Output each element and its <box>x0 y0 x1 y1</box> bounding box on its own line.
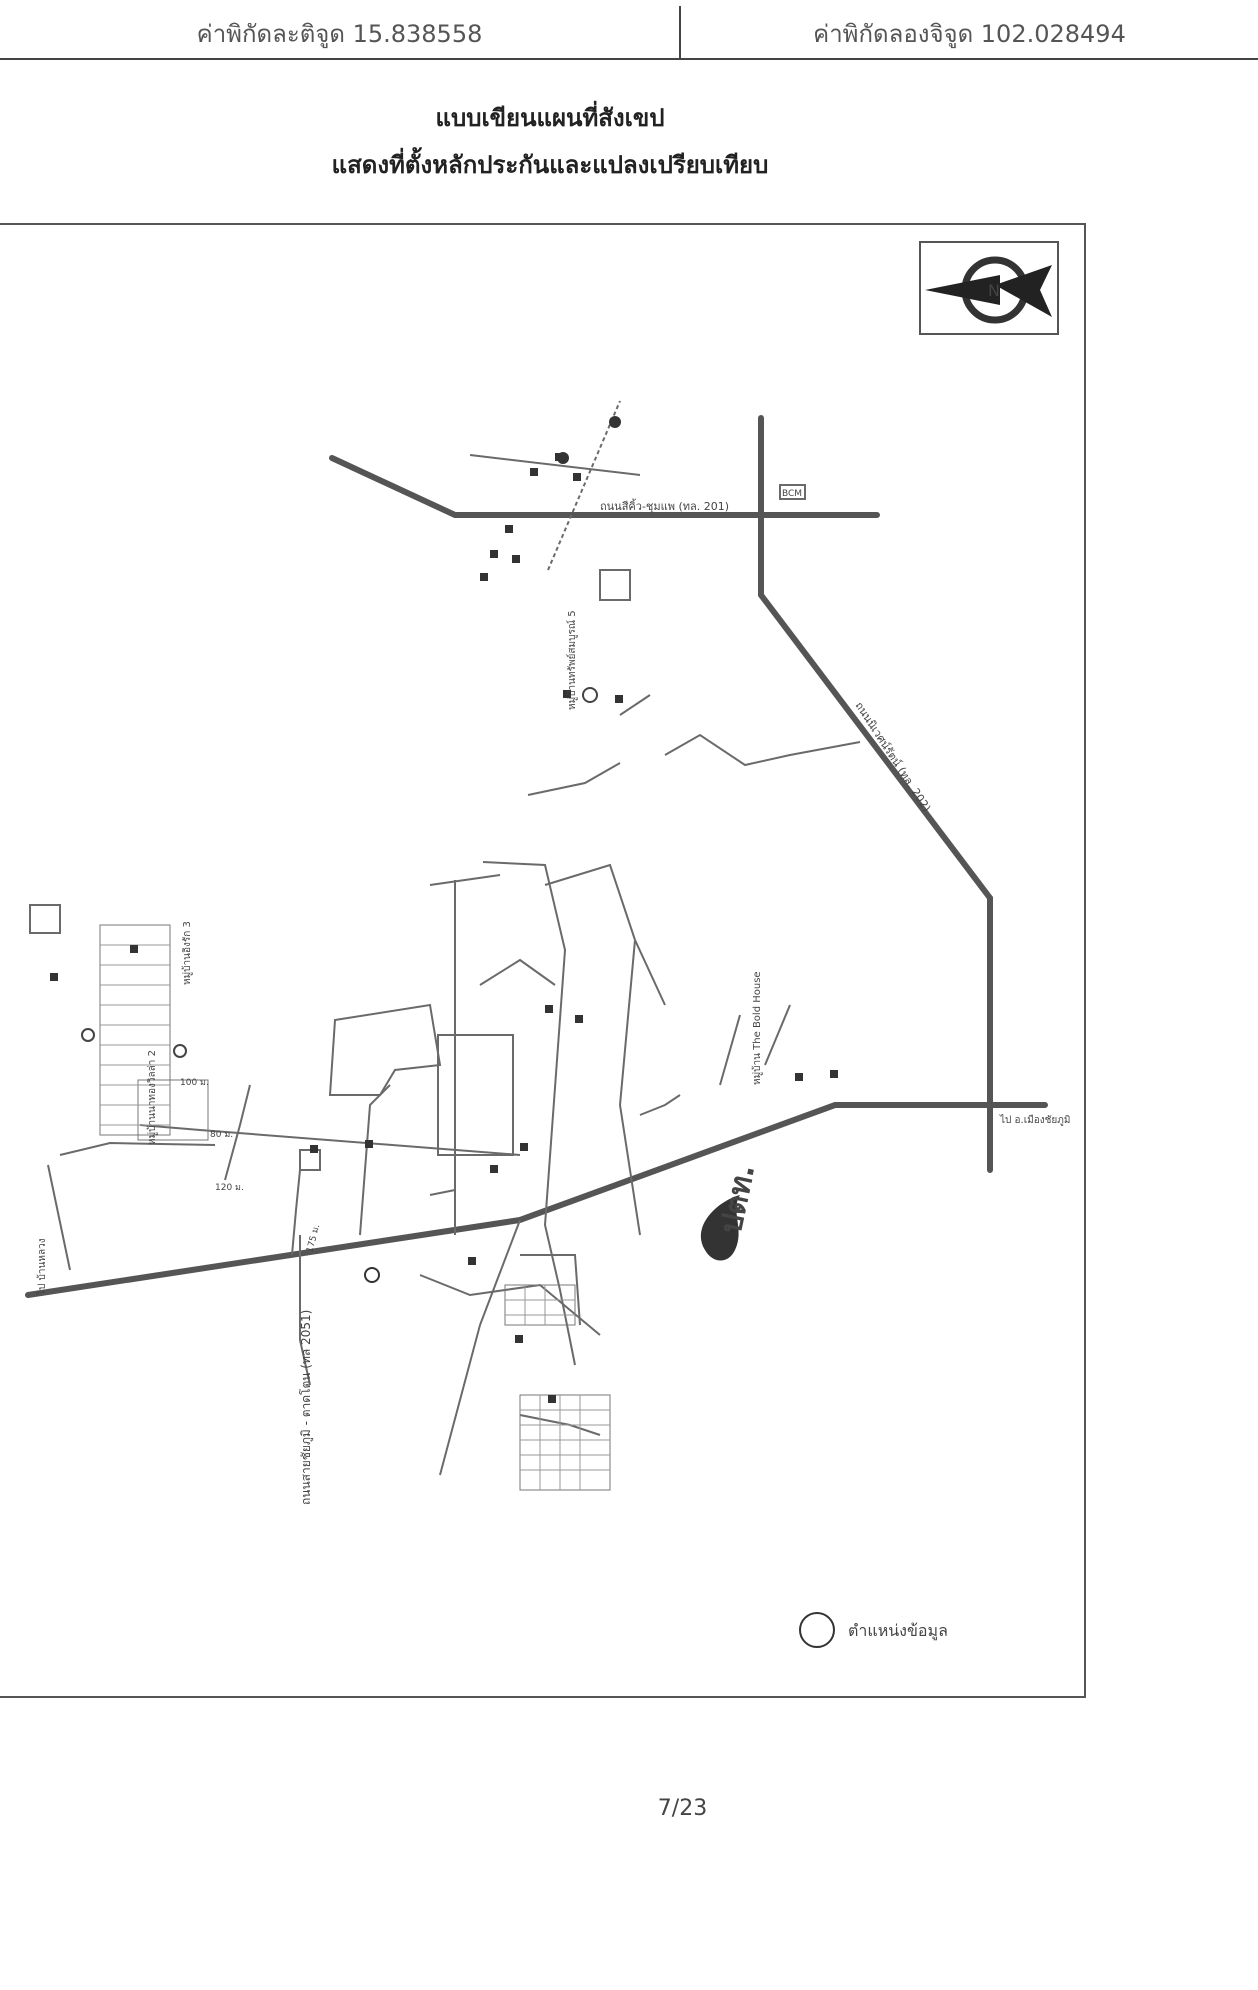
page-title: แบบเขียนแผนที่สังเขป <box>435 103 665 132</box>
header-divider <box>679 6 681 60</box>
village-1-label: หมู่บ้านทรัพย์สมบูรณ์ 5 <box>566 610 578 710</box>
village-2-label: หมู่บ้านอิงรัก 3 <box>181 921 193 985</box>
longitude-value: ค่าพิกัดลองจิจูด 102.028494 <box>813 20 1126 48</box>
road-2051 <box>25 1102 1048 1298</box>
page-subtitle: แสดงที่ตั้งหลักประกันและแปลงเปรียบเทียบ <box>331 150 769 179</box>
header-rule <box>0 58 1258 60</box>
to-west-label: ไป บ้านหลวง <box>36 1238 48 1296</box>
road-202 <box>758 415 993 1173</box>
distance-1: 100 ม. <box>180 1078 209 1088</box>
village-3-label: หมู่บ้านนาทองวิลล่า 2 <box>146 1050 158 1145</box>
distance-2: 80 ม. <box>210 1130 233 1140</box>
svg-text:N: N <box>988 281 1000 300</box>
sketch-map: N <box>0 223 1086 1698</box>
to-city-label: ไป อ.เมืองชัยภูมิ <box>999 1114 1070 1126</box>
ptt-brand: ปตท. <box>714 1161 763 1236</box>
map-legend: ตำแหน่งข้อมูล <box>799 1612 948 1648</box>
location-circle-icon <box>799 1612 835 1648</box>
house-icons <box>50 416 838 1403</box>
village-bold-label: หมู่บ้าน The Bold House <box>751 971 763 1085</box>
latitude-value: ค่าพิกัดละติจูด 15.838558 <box>196 20 483 48</box>
road-2051-label: ถนนสายชัยภูมิ - ตาดโตน (ทล 2051) <box>299 1310 314 1505</box>
legend-label: ตำแหน่งข้อมูล <box>848 1621 948 1641</box>
ptt-logo-icon <box>700 1195 740 1261</box>
distance-3: 120 ม. <box>215 1183 244 1193</box>
road-202-label: ถนนนิเวศน์รัตน์ (ทล. 202) <box>852 700 933 815</box>
road-201 <box>329 455 880 518</box>
bcm-label: BCM <box>782 489 802 499</box>
page-number: 7/23 <box>657 1796 708 1821</box>
road-201-label: ถนนสีคิ้ว-ชุมแพ (ทล. 201) <box>600 498 729 513</box>
north-arrow-icon: N <box>919 241 1059 335</box>
